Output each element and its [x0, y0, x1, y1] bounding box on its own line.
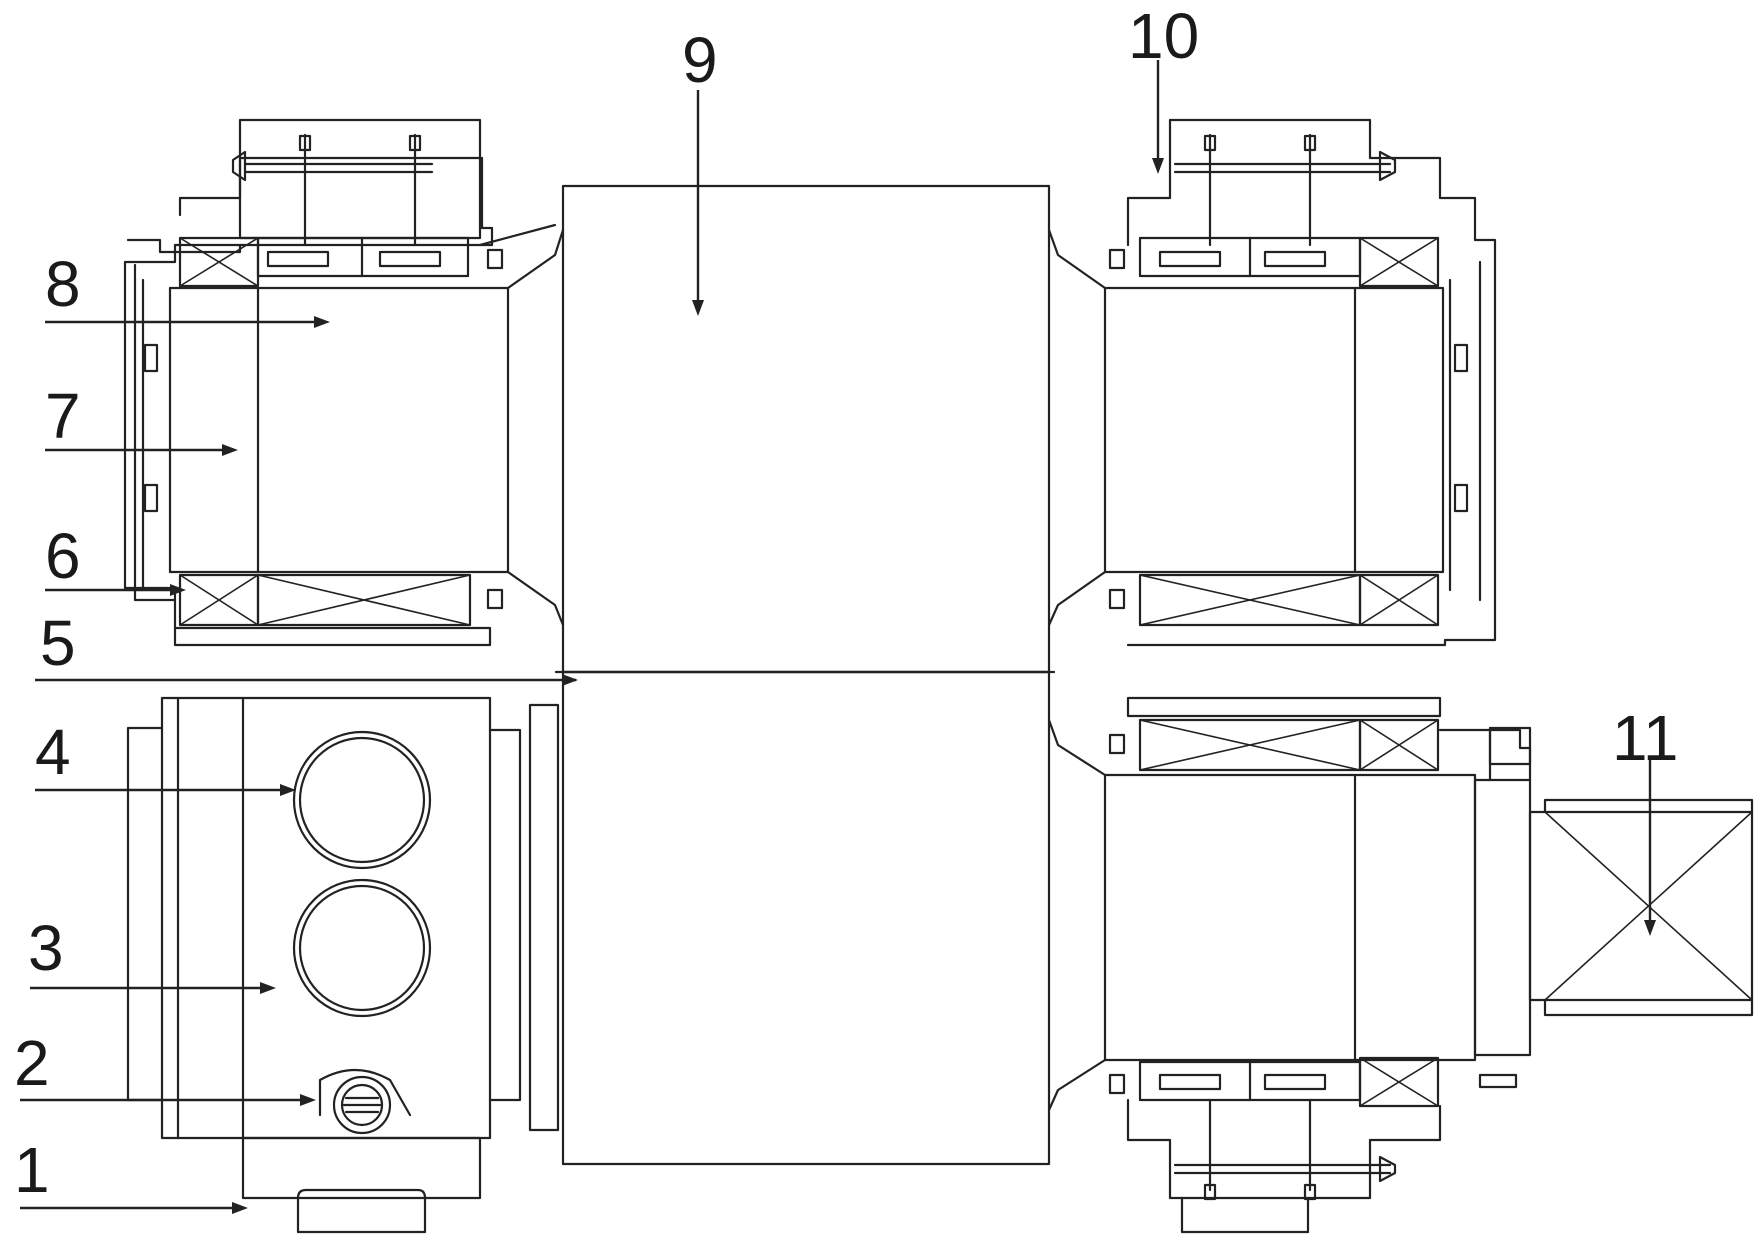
lower-left-housing — [126, 696, 560, 1234]
label-8: 8 — [45, 248, 81, 320]
lower-right-housing — [1047, 696, 1532, 1234]
upper-left-housing — [123, 118, 565, 647]
label-2: 2 — [14, 1027, 50, 1099]
upper-right-housing — [1047, 118, 1497, 647]
central-roll — [554, 184, 1056, 1166]
label-10: 10 — [1128, 0, 1199, 72]
callout-labels: 1 2 3 4 5 6 7 8 9 10 11 — [14, 0, 1678, 1206]
label-9: 9 — [682, 24, 718, 96]
label-3: 3 — [28, 912, 64, 984]
label-7: 7 — [45, 380, 81, 452]
label-1: 1 — [14, 1134, 50, 1206]
label-4: 4 — [35, 716, 71, 788]
label-11: 11 — [1612, 702, 1678, 774]
label-6: 6 — [45, 520, 81, 592]
shaft-coupling — [1528, 798, 1754, 1017]
label-5: 5 — [40, 607, 76, 679]
leader-lines — [20, 60, 1656, 1214]
